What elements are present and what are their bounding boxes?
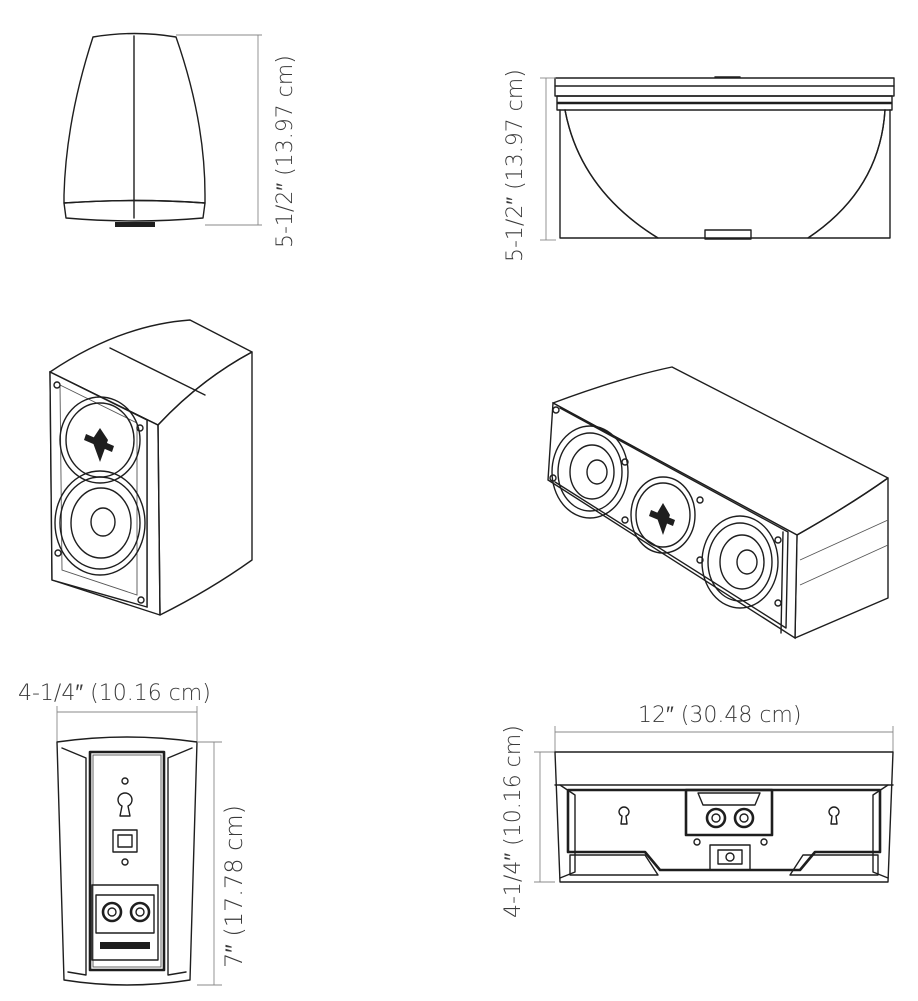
center-rear-width-label: 12″ (30.48 cm) — [638, 703, 801, 728]
center-side-view: 5-1/2″ (13.97 cm) — [503, 69, 895, 262]
bookshelf-side-view: 5-1/2″ (13.97 cm) — [63, 32, 298, 248]
bookshelf-isometric-view — [49, 319, 253, 616]
center-rear-height-label: 4-1/4″ (10.16 cm) — [501, 725, 526, 918]
center-rear-view: 12″ (30.48 cm) 4-1/4″ (10.16 cm) — [501, 703, 894, 918]
center-isometric-view — [547, 366, 889, 640]
center-side-height-label: 5-1/2″ (13.97 cm) — [503, 69, 528, 262]
bookshelf-rear-height-label: 7″ (17.78 cm) — [220, 805, 248, 968]
bookshelf-rear-width-label: 4-1/4″ (10.16 cm) — [18, 681, 211, 706]
bookshelf-rear-view: 4-1/4″ (10.16 cm) 7″ (17.78 cm) — [18, 681, 248, 986]
bookshelf-side-height-label: 5-1/2″ (13.97 cm) — [273, 55, 298, 248]
